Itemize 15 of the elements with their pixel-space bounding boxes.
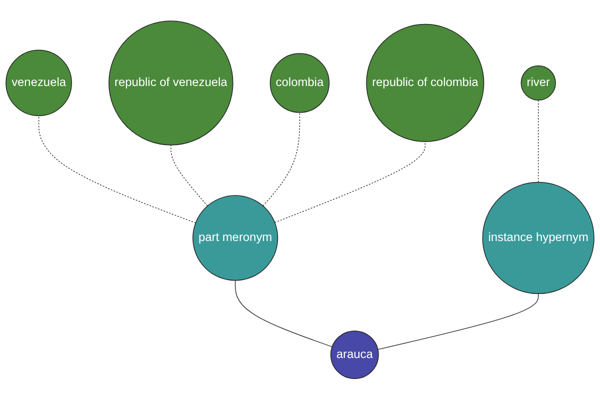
- node-circle: instance hypernym: [482, 182, 594, 294]
- node-circle: republic of venezuela: [108, 20, 234, 146]
- connector: [274, 141, 426, 224]
- connector: [377, 293, 539, 350]
- connector: [538, 100, 539, 183]
- node-circle: river: [520, 66, 556, 101]
- connector: [170, 144, 208, 206]
- connector: [262, 112, 300, 206]
- node-circle: republic of colombia: [366, 24, 484, 142]
- node-circle: arauca: [330, 330, 379, 380]
- connector: [38, 116, 196, 224]
- node-circle: part meronym: [192, 195, 278, 281]
- connector: [234, 280, 333, 348]
- node-circle: venezuela: [6, 50, 72, 116]
- node-circle: colombia: [270, 53, 330, 114]
